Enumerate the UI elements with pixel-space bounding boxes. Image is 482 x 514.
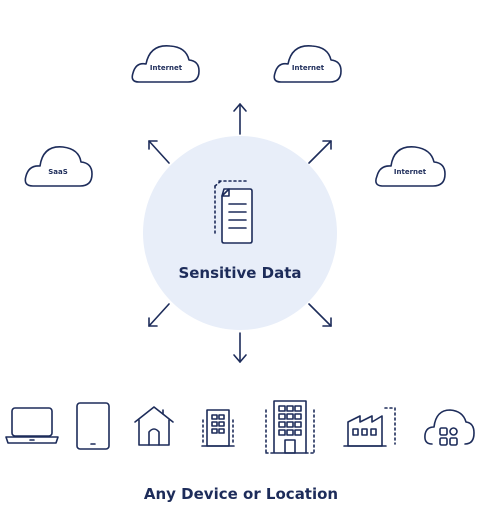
cloud-top-left: Internet (131, 45, 200, 83)
cloud-label: Internet (150, 64, 183, 72)
arrow-up-right (308, 140, 332, 164)
home-icon (134, 406, 174, 446)
center-title: Sensitive Data (178, 264, 301, 282)
cloud-label: Internet (292, 64, 325, 72)
document-icon (214, 180, 253, 244)
arrow-up (233, 103, 247, 135)
cloud-apps-icon (424, 409, 475, 446)
cloud-top-right: Internet (273, 45, 342, 83)
footer-label: Any Device or Location (143, 485, 339, 503)
cloud-left: SaaS (24, 146, 93, 187)
arrow-down-right (308, 303, 332, 327)
arrows (148, 103, 332, 363)
factory-icon (343, 407, 396, 447)
cloud-label: Internet (394, 168, 427, 176)
arrow-up-left (148, 140, 170, 164)
cloud-right: Internet (375, 146, 446, 187)
cloud-label: SaaS (48, 168, 68, 176)
laptop-icon (5, 407, 59, 444)
arrow-down (233, 332, 247, 363)
large-building-icon (265, 400, 315, 454)
tablet-icon (76, 402, 110, 450)
arrow-down-left (148, 303, 170, 327)
office-building-icon (201, 409, 235, 447)
